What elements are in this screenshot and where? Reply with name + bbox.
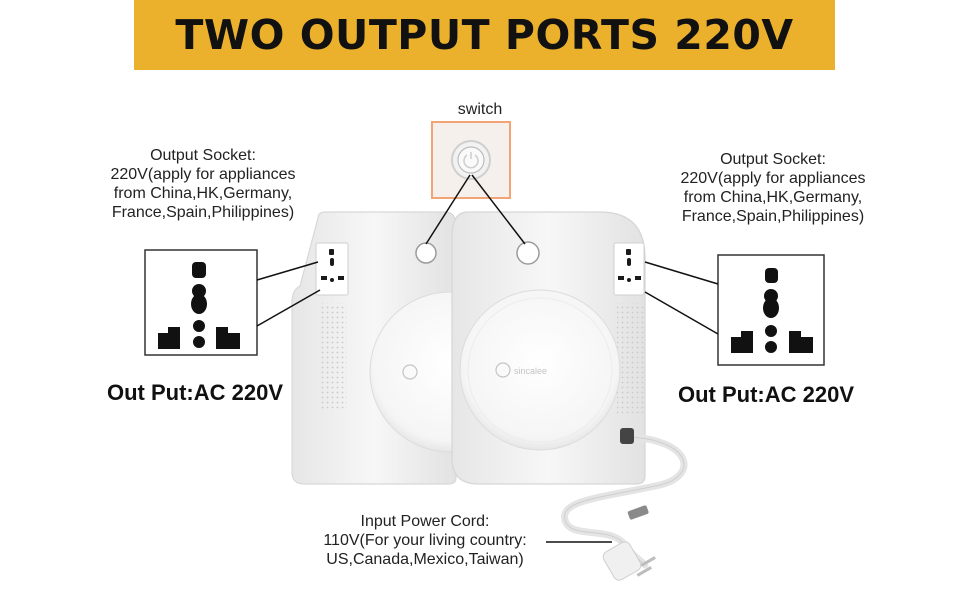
left-caption-line-2: 220V(apply for appliances [110, 166, 296, 183]
left-socket-caption: Output Socket: 220V(apply for appliances… [98, 146, 308, 222]
power-cord [561, 428, 688, 581]
switch-label: switch [457, 101, 503, 118]
left-caption-line-4: France,Spain,Philippines) [111, 204, 295, 221]
cord-caption-line-3: US,Canada,Mexico,Taiwan) [326, 551, 524, 568]
converter-unit-right: sincalee [451, 211, 646, 485]
right-caption-line-3: from China,HK,Germany, [683, 189, 863, 206]
small-socket-icon-right [618, 249, 641, 282]
cord-caption-line-1: Input Power Cord: [360, 513, 490, 530]
right-caption-line-4: France,Spain,Philippines) [681, 208, 865, 225]
right-caption-line-1: Output Socket: [720, 151, 826, 168]
left-output-label: Out Put:AC 220V [107, 380, 284, 405]
universal-socket-icon [731, 268, 813, 353]
left-socket-diagram [144, 249, 258, 356]
small-socket-icon-left [321, 249, 344, 282]
right-socket-caption: Output Socket: 220V(apply for appliances… [668, 150, 878, 226]
right-caption-line-2: 220V(apply for appliances [680, 170, 866, 187]
power-icon [463, 152, 479, 169]
power-cord-caption: Input Power Cord: 110V(For your living c… [300, 512, 550, 569]
left-caption-line-3: from China,HK,Germany, [113, 185, 293, 202]
cord-caption-line-2: 110V(For your living country: [323, 532, 527, 549]
brand-text: sincalee [514, 366, 547, 376]
universal-socket-icon [158, 262, 240, 349]
switch-callout [431, 121, 511, 199]
plug-icon [602, 541, 656, 581]
brand-logo-icon [402, 364, 418, 380]
right-output-label: Out Put:AC 220V [678, 382, 855, 407]
left-caption-line-1: Output Socket: [150, 147, 256, 164]
brand-logo-icon [495, 362, 511, 378]
right-socket-diagram [717, 254, 825, 366]
banner-title: TWO OUTPUT PORTS 220V [175, 11, 794, 59]
title-banner: TWO OUTPUT PORTS 220V [134, 0, 835, 70]
